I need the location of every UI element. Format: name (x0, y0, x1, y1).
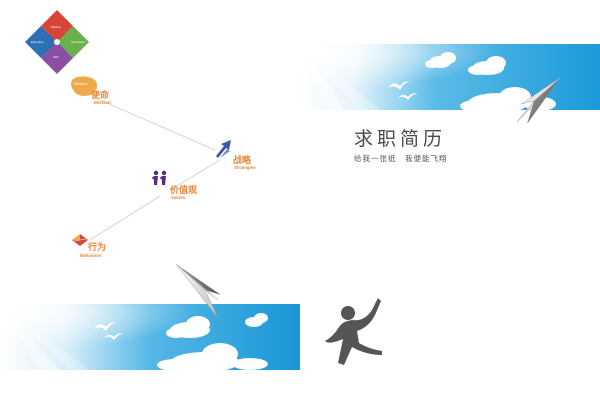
people-icon (152, 170, 167, 185)
logo-label-top: Mission (51, 25, 62, 29)
cloud (245, 313, 268, 327)
paper-plane-icon (175, 263, 221, 319)
paper-plane-icon (516, 77, 561, 124)
cloud (157, 343, 268, 372)
mission-label-en: Mission (94, 100, 111, 105)
mission-badge-label: Mission (74, 81, 88, 86)
diagram-lines (89, 99, 221, 241)
resume-subtitle: 给我一张纸 我便能飞翔 (354, 154, 448, 163)
behaviors-label-cn: 行为 (88, 243, 107, 253)
bird-icon (388, 81, 417, 100)
mission-label-cn: 使命 (91, 91, 110, 101)
arrow-icon (216, 140, 231, 158)
top-sky-band (300, 44, 600, 113)
resume-title: 求职简历 (354, 128, 447, 150)
values-label-cn: 价值观 (170, 186, 198, 196)
bottom-sky-band (0, 304, 300, 372)
logo-label-right: Innovation (71, 40, 85, 44)
logo-label-bottom: Self (53, 55, 59, 59)
strategy-label-cn: 战略 (233, 156, 252, 166)
cloud (425, 52, 456, 68)
values-label-en: Values (171, 195, 186, 200)
mission-drop-icon (71, 76, 98, 96)
behaviors-icon (72, 234, 88, 246)
bird-icon (94, 322, 123, 340)
dancing-figure-icon (325, 298, 382, 365)
behaviors-label-en: Behaviors (80, 253, 102, 258)
logo-label-left: Expertise (31, 40, 44, 44)
diamond-logo-icon (25, 10, 89, 74)
strategy-label-en: Strategies (234, 165, 256, 170)
cloud (468, 56, 506, 75)
cloud (166, 316, 210, 338)
